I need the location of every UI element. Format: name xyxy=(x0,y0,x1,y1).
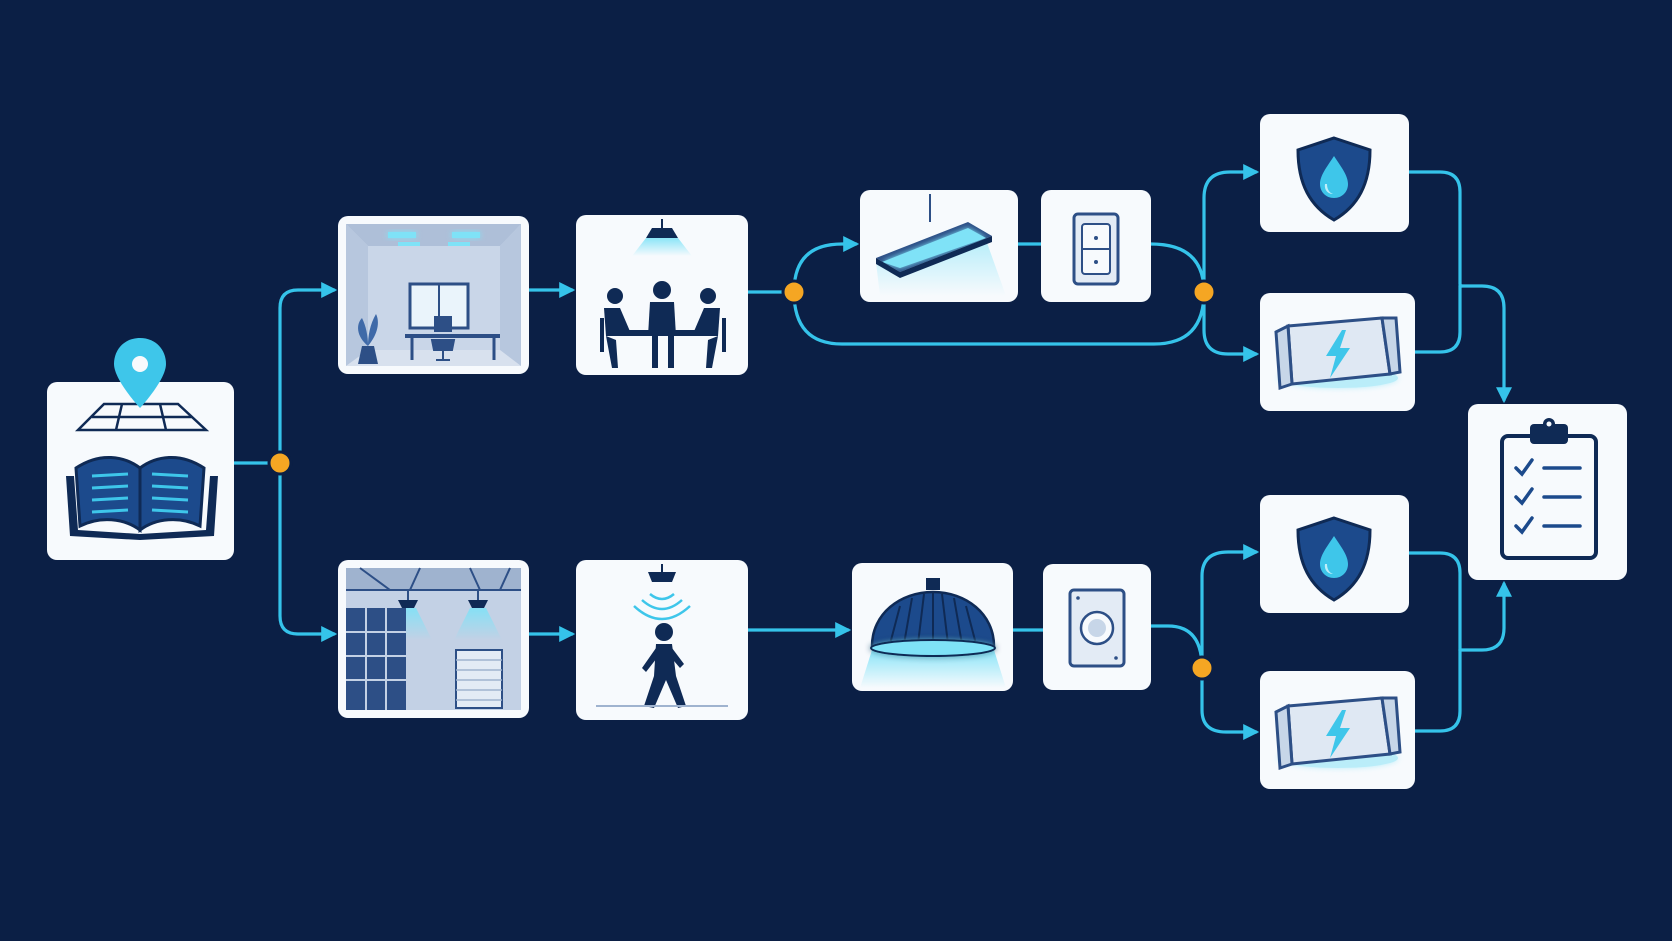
battery-bolt-icon xyxy=(1274,696,1402,771)
connector-to-office xyxy=(278,282,338,465)
motion-sensor-walker-icon xyxy=(596,564,728,708)
high-bay-light-icon xyxy=(860,578,1006,688)
water-shield-icon xyxy=(1296,516,1372,602)
node-warehouse xyxy=(338,560,529,718)
node-office xyxy=(338,216,529,374)
node-dimmer xyxy=(1043,564,1151,690)
clipboard-checklist-icon xyxy=(1500,418,1598,560)
node-checklist xyxy=(1468,404,1627,580)
node-protect-bottom xyxy=(1260,495,1409,613)
battery-bolt-icon xyxy=(1274,316,1402,391)
node-panel-light xyxy=(860,190,1018,302)
meeting-table-light-icon xyxy=(600,219,726,368)
connector-bypass-loop xyxy=(792,290,1206,346)
connector-protect-bottom-out xyxy=(1407,551,1462,652)
connector-to-protect-top xyxy=(1202,164,1260,294)
junction-dot xyxy=(267,450,293,476)
node-wall-switch xyxy=(1041,190,1151,302)
connector-protect-top-out xyxy=(1407,170,1464,288)
connector-to-protect-bottom xyxy=(1200,544,1260,670)
connector-to-warehouse xyxy=(278,461,338,642)
connector-to-battery-top xyxy=(1202,290,1260,362)
node-battery-bottom xyxy=(1260,671,1415,789)
connector-to-battery-bottom xyxy=(1200,666,1260,740)
connector-bottom-to-checklist xyxy=(1458,580,1512,652)
junction-dot xyxy=(1189,655,1215,681)
connector-battery-top-out xyxy=(1413,284,1462,354)
node-battery-top xyxy=(1260,293,1415,411)
open-book-map-pin-icon xyxy=(66,338,218,540)
dimmer-knob-icon xyxy=(1068,588,1126,668)
node-meeting xyxy=(576,215,748,375)
node-protect-top xyxy=(1260,114,1409,232)
office-room-icon xyxy=(346,224,521,366)
wall-switch-icon xyxy=(1072,212,1120,286)
warehouse-interior-icon xyxy=(346,567,521,710)
connector-battery-bottom-out xyxy=(1413,648,1462,733)
led-panel-light-icon xyxy=(876,194,1006,296)
node-highbay xyxy=(852,563,1013,691)
water-shield-icon xyxy=(1296,136,1372,222)
junctions xyxy=(267,279,1217,681)
node-standards xyxy=(47,338,234,560)
node-motion xyxy=(576,560,748,720)
connector-top-to-checklist xyxy=(1458,284,1512,404)
junction-dot xyxy=(781,279,807,305)
junction-dot xyxy=(1191,279,1217,305)
